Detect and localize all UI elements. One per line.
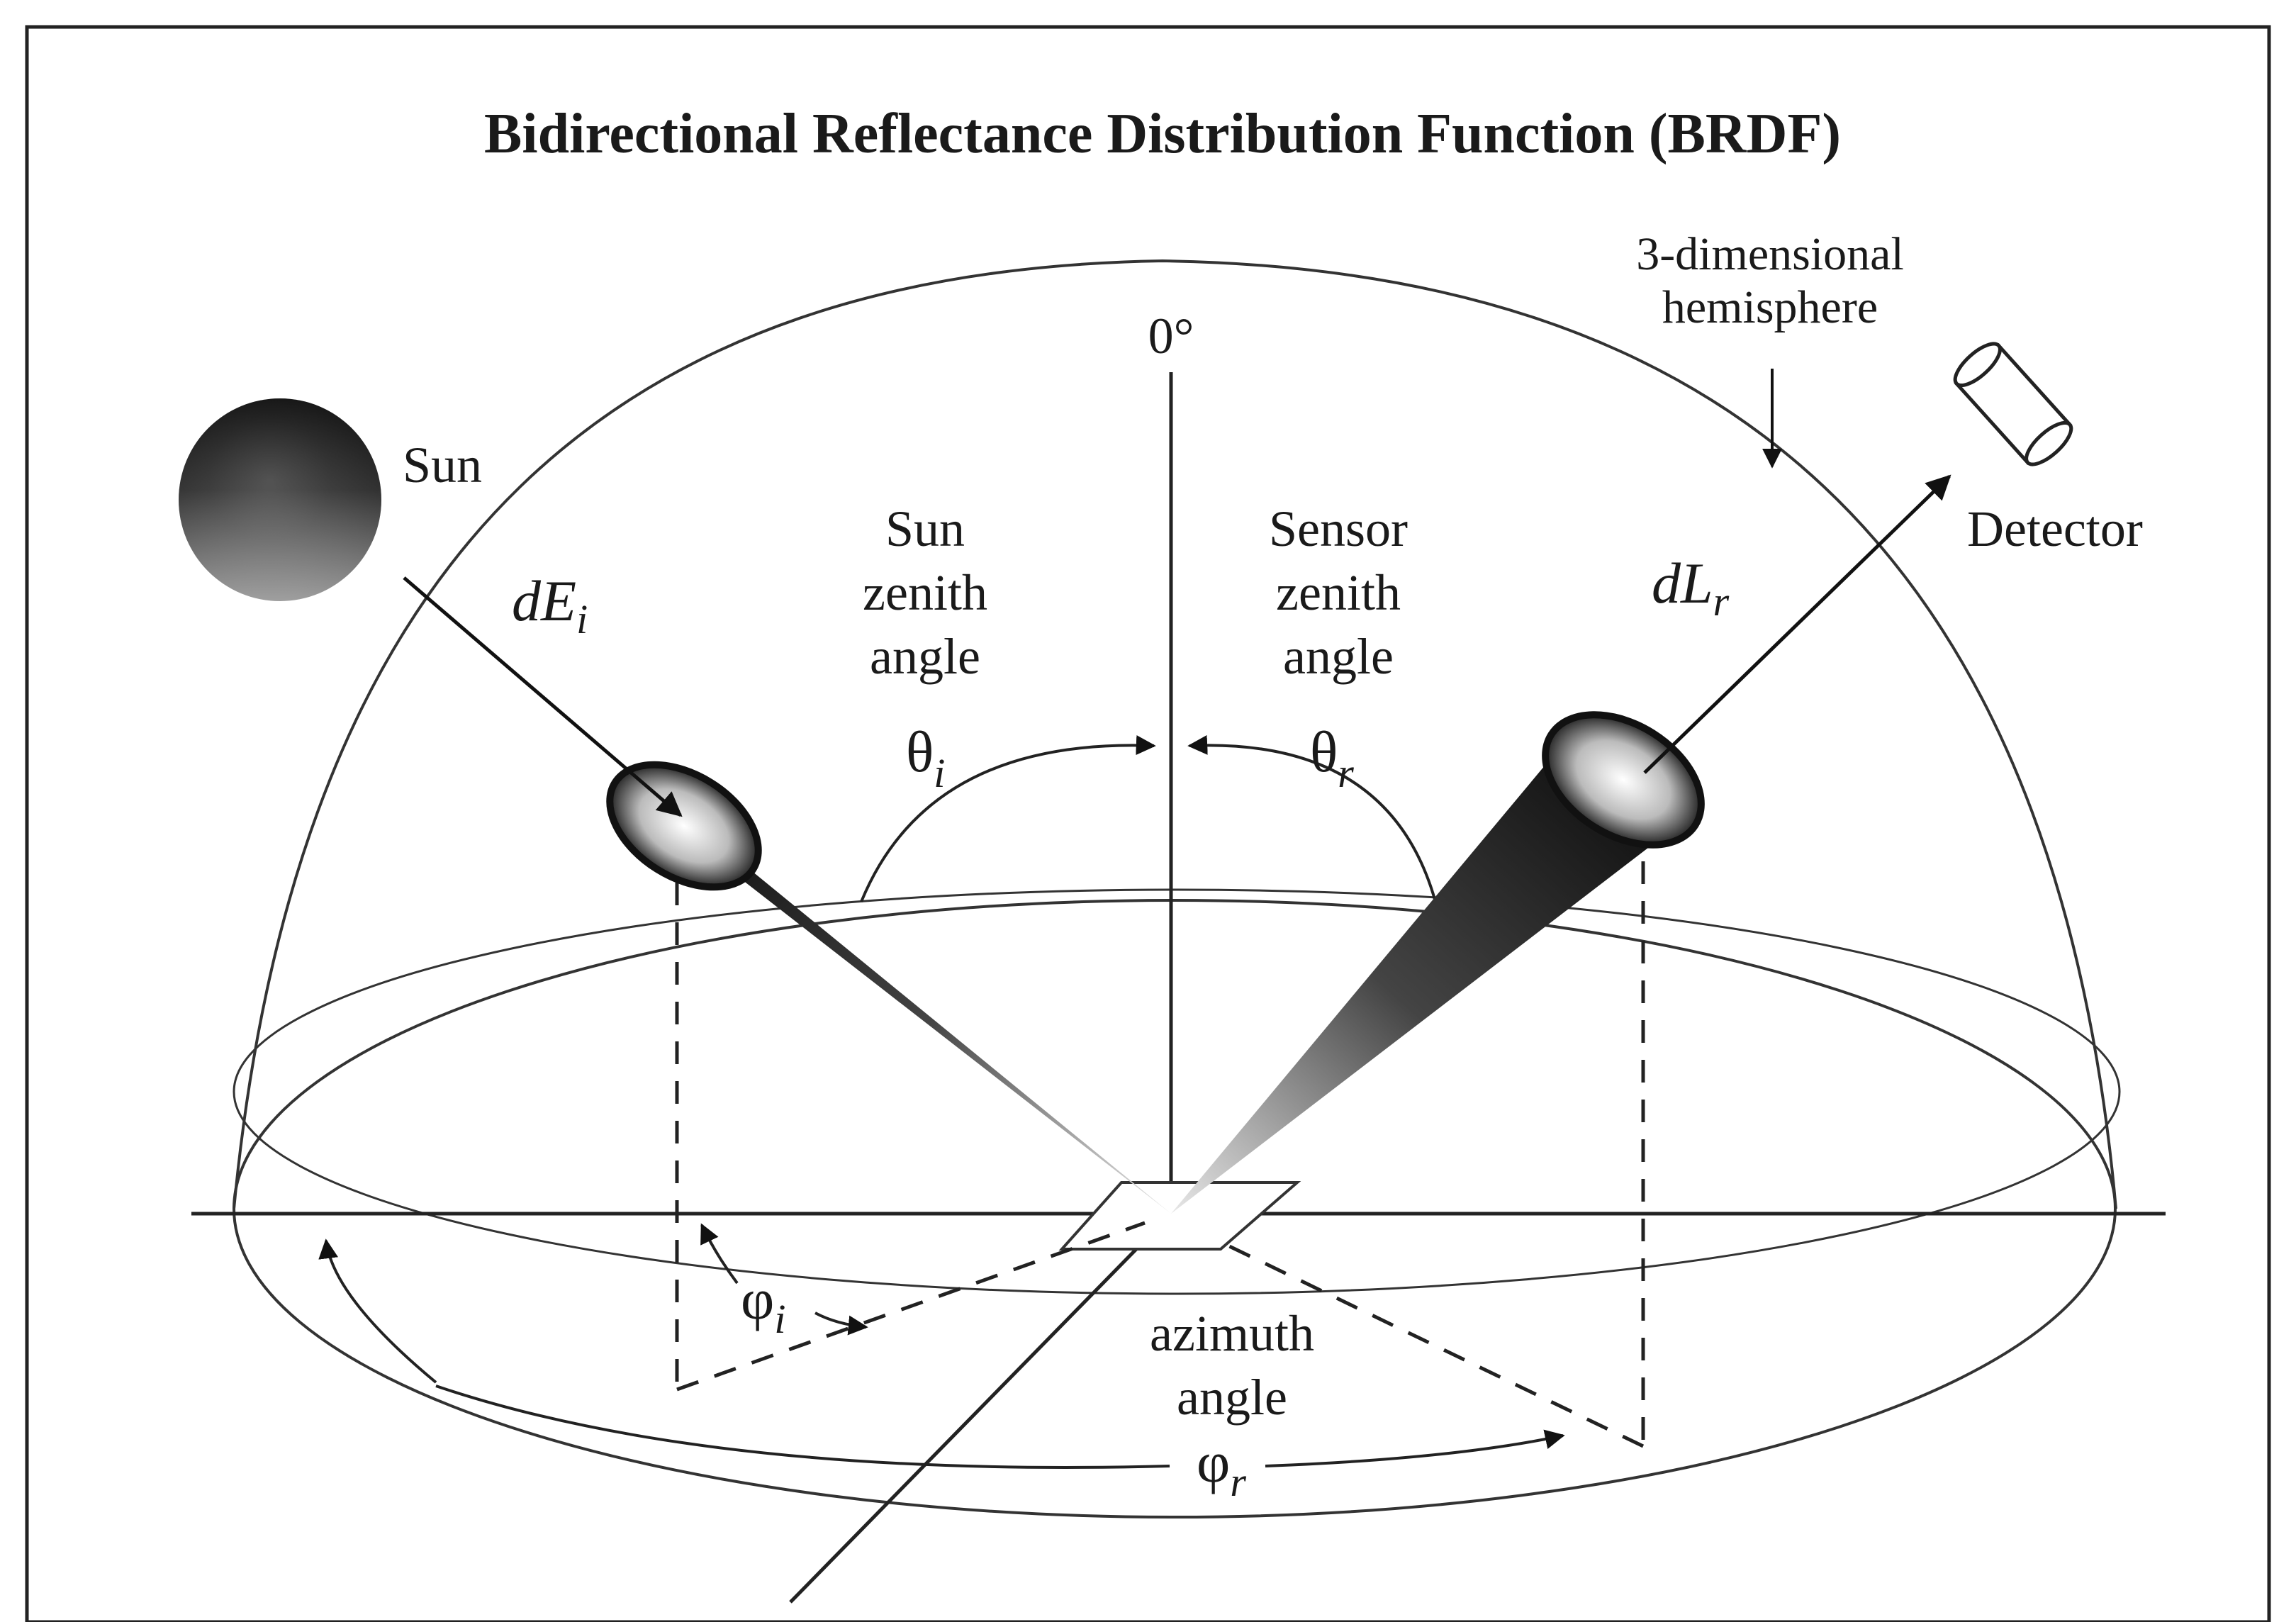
azimuth-return-arc xyxy=(435,1385,1170,1469)
azimuth-sweep-arc xyxy=(318,1238,437,1384)
detector-icon xyxy=(1953,342,2073,466)
sun-sphere-shade xyxy=(179,398,381,601)
incident-cone-cap xyxy=(606,761,762,891)
horizon-ellipse xyxy=(233,888,2121,1295)
phi-r-symbol: φr xyxy=(1197,1430,1246,1505)
figure-frame xyxy=(25,25,2271,1622)
azimuth-label-line2: angle xyxy=(1177,1369,1287,1426)
hemisphere-dome xyxy=(233,259,2117,1209)
sensor-zenith-arc xyxy=(1187,734,1437,902)
incident-irradiance-symbol: dEi xyxy=(512,569,588,642)
reflected-ray-arrow xyxy=(1643,474,1951,774)
phi-i-arrow-right xyxy=(814,1311,868,1336)
figure-title: Bidirectional Reflectance Distribution F… xyxy=(484,103,1841,165)
sun-label: Sun xyxy=(403,437,482,493)
sun-projection-ground xyxy=(676,1221,1146,1392)
hemisphere-label-line2: hemisphere xyxy=(1662,281,1878,333)
phi-i-arrow-up xyxy=(700,1223,739,1285)
phi-r-arc xyxy=(1265,1429,1565,1467)
hemisphere-base-ellipse xyxy=(233,899,2117,1518)
reflected-cone xyxy=(1171,748,1691,1214)
detector-label: Detector xyxy=(1967,500,2143,557)
sun-zenith-label-line1: Sun xyxy=(885,500,965,557)
reflected-cone-cap xyxy=(1542,711,1705,849)
reflected-radiance-symbol: dLr xyxy=(1652,551,1730,625)
sun-zenith-arc xyxy=(860,735,1156,902)
sensor-zenith-label-line2: zenith xyxy=(1276,564,1401,621)
theta-r-symbol: θr xyxy=(1310,720,1354,796)
theta-i-symbol: θi xyxy=(906,720,945,796)
sensor-zenith-label-line3: angle xyxy=(1283,628,1394,685)
depth-axis xyxy=(789,1212,1172,1604)
sensor-zenith-label-line1: Sensor xyxy=(1269,500,1408,557)
surface-patch xyxy=(1058,1181,1301,1251)
sun-zenith-label-line3: angle xyxy=(870,628,980,685)
incident-ray-arrow xyxy=(403,576,683,817)
phi-i-symbol: φi xyxy=(741,1267,785,1342)
azimuth-label-line1: azimuth xyxy=(1150,1305,1314,1362)
incident-cone xyxy=(627,790,1171,1214)
hemisphere-label-line1: 3-dimensional xyxy=(1636,228,1904,280)
sun-zenith-label-line2: zenith xyxy=(863,564,987,621)
zenith-zero-label: 0° xyxy=(1148,308,1194,364)
